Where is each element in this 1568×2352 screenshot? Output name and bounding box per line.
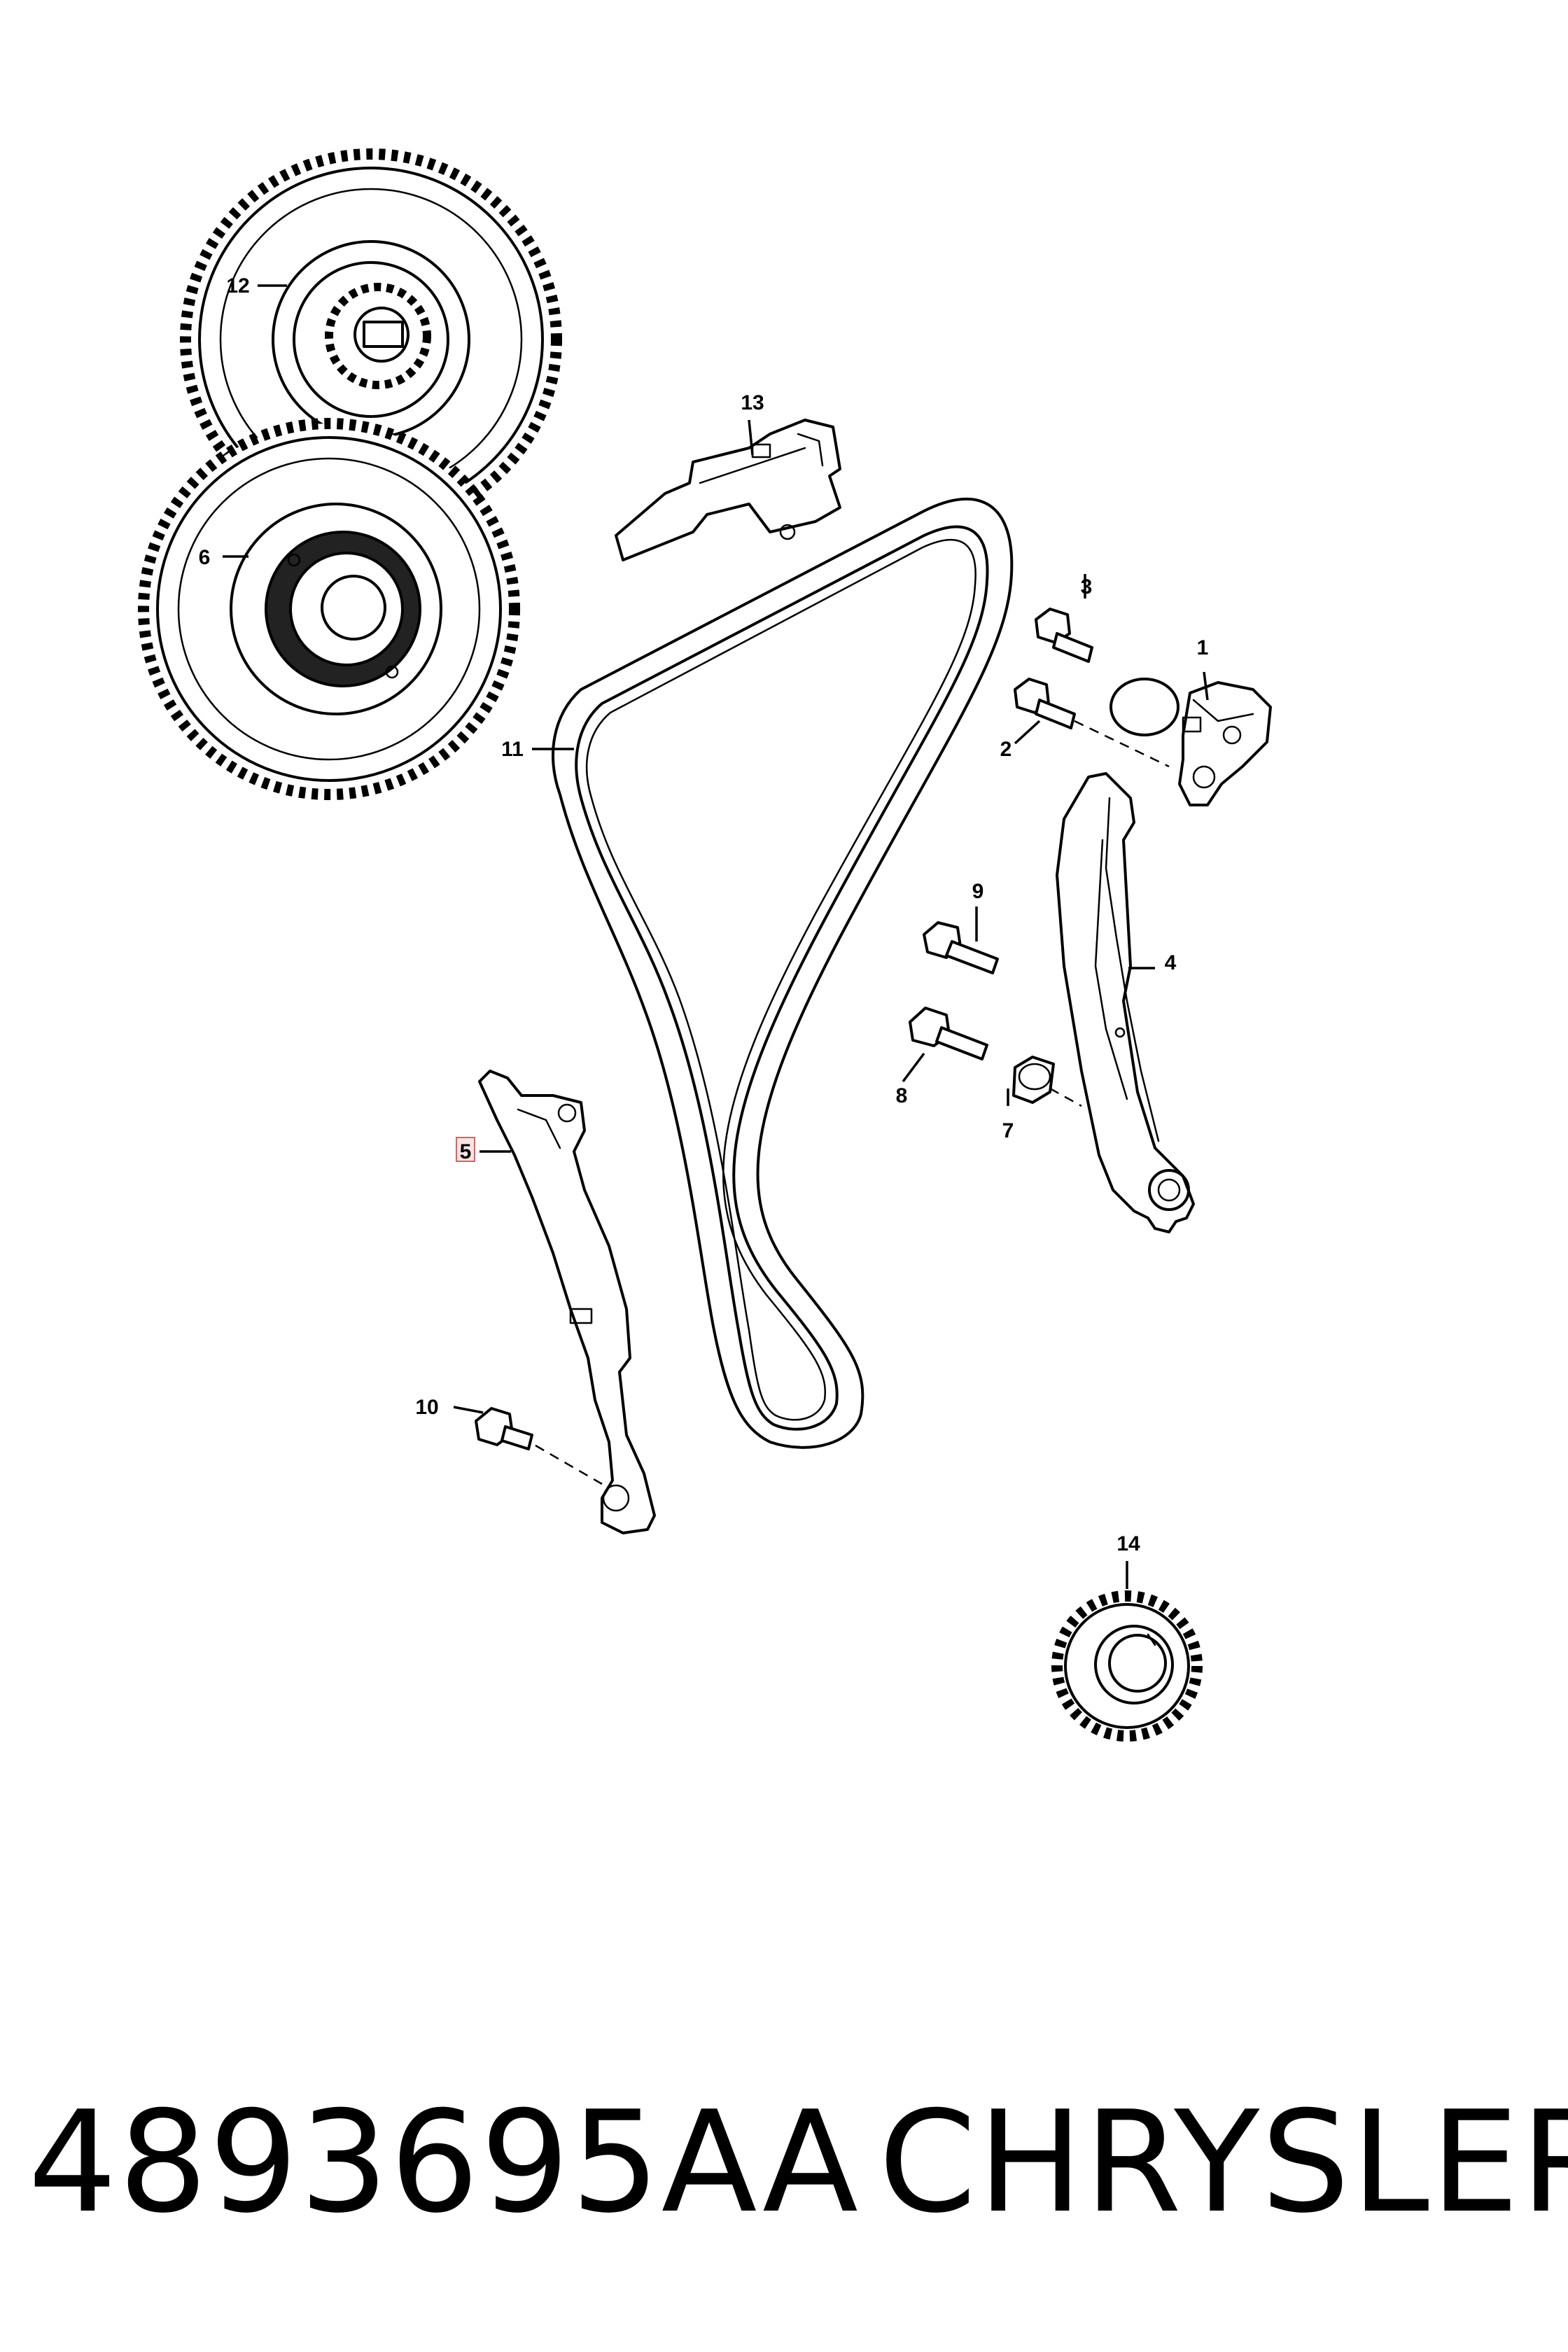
callout-12: 12 [226, 274, 249, 298]
brand-name: CHRYSLER [878, 2081, 1568, 2244]
callout-14: 14 [1116, 1532, 1140, 1555]
callout-5: 5 [460, 1140, 472, 1163]
part-caption: 4893695AA CHRYSLER [0, 2072, 1568, 2254]
callout-6: 6 [199, 546, 211, 569]
callout-8: 8 [896, 1084, 908, 1107]
callout-3: 3 [1081, 575, 1093, 598]
fixed-chain-guide-5 [478, 1070, 656, 1534]
callout-11: 11 [501, 738, 524, 761]
crankshaft-sprocket-14 [1051, 1590, 1203, 1742]
bolt-9 [923, 921, 999, 974]
bolt-8 [909, 1007, 988, 1060]
spacer-sleeve-7 [1012, 1056, 1082, 1107]
bolt-2 [1014, 678, 1170, 768]
callout-13: 13 [741, 391, 764, 414]
chain-tensioner-1 [1110, 678, 1272, 806]
callout-labels: 3 1 2 4 5 6 7 8 9 10 11 12 13 14 [199, 274, 1209, 1555]
leader-lines [223, 284, 1209, 1589]
upper-chain-guide-13 [615, 419, 841, 561]
part-number: 4893695AA [28, 2081, 860, 2244]
callout-2: 2 [1000, 738, 1012, 761]
bolt-3 [1035, 608, 1093, 663]
timing-chain-exploded-diagram: 3 1 2 4 5 6 7 8 9 10 11 12 13 14 [138, 148, 1272, 1742]
callout-1: 1 [1197, 636, 1209, 659]
callout-9: 9 [972, 880, 984, 903]
callout-10: 10 [415, 1396, 438, 1419]
bolt-10 [475, 1407, 603, 1485]
tensioner-arm-4 [1056, 772, 1195, 1233]
timing-chain-11 [552, 498, 1014, 1449]
callout-5-highlight [456, 1137, 475, 1162]
camshaft-phaser-sprocket-6 [138, 418, 520, 800]
callout-7: 7 [1002, 1119, 1014, 1142]
callout-4: 4 [1165, 951, 1177, 974]
